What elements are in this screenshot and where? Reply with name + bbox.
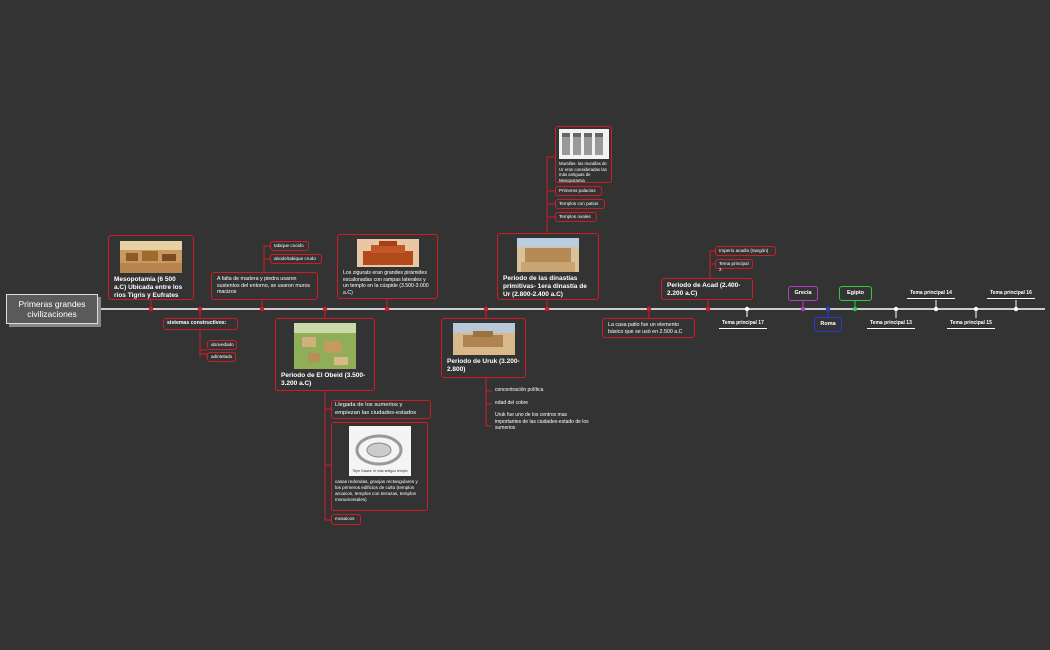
root-title: Primeras grandes civilizaciones [18, 298, 86, 319]
node-templos-ovales[interactable]: Templos ovales [555, 212, 597, 222]
chip-roma[interactable]: Roma [814, 317, 842, 332]
node-llegada-sumerios[interactable]: Llegada de los sumerios y empiezan las c… [331, 400, 431, 419]
node-mosaicos[interactable]: mosaicos [331, 514, 361, 525]
node-tabique-cocido[interactable]: tabique cocido [270, 241, 309, 251]
node-uruk-centro[interactable]: Uruk fue uno de los centros mas importan… [495, 412, 589, 431]
node-el-obeid[interactable]: Periodo de El Obeid (3.500-3.200 a.C) [275, 318, 375, 391]
node-adintelado[interactable]: adintelado [207, 352, 236, 362]
node-zigurats[interactable]: Los zigurats eran grandes pirámides esca… [337, 234, 438, 299]
tema-principal-16[interactable]: Tema principal 16 [987, 290, 1035, 299]
dinastias-label: Periodo de las dinastías primitivas- 1er… [503, 275, 587, 299]
node-acad[interactable]: Periodo de Acad (2.400-2.200 a.C) [661, 278, 753, 300]
node-sistemas-constructivos[interactable]: sistemas constructivos: [163, 318, 238, 330]
tema-principal-17[interactable]: Tema principal 17 [719, 320, 767, 329]
node-uruk[interactable]: Periodo de Uruk (3.200-2.800) [441, 318, 526, 378]
node-imperio-acadio[interactable]: Imperio acadio (Sargón) [715, 246, 776, 256]
mesopotamia-city-image [120, 241, 182, 273]
root-topic[interactable]: Primeras grandes civilizaciones [6, 294, 98, 324]
tepe-gawra-temple-image: Tepe Gawra: el más antiguo templo [348, 426, 411, 476]
uruk-label: Periodo de Uruk (3.200-2.800) [447, 358, 520, 374]
dinastias-ruins-image [517, 238, 579, 272]
el-obeid-label: Periodo de El Obeid (3.500-3.200 a.C) [281, 372, 366, 388]
node-templos-patios[interactable]: Templos con patios [555, 199, 605, 209]
tema-principal-14[interactable]: Tema principal 14 [907, 290, 955, 299]
chip-egipto[interactable]: Egipto [839, 286, 872, 301]
tema-principal-15[interactable]: Tema principal 15 [947, 320, 995, 329]
node-casa-patio[interactable]: La casa patio fue un elemento básico que… [602, 318, 695, 338]
ziggurat-image [356, 239, 419, 267]
node-concentracion-politica[interactable]: concentración política [495, 387, 544, 393]
node-edad-cobre[interactable]: edad del cobre [495, 400, 529, 406]
tepe-gawra-caption: Tepe Gawra: el más antiguo templo [352, 469, 407, 473]
node-casas-templos[interactable]: Tepe Gawra: el más antiguo templo casas … [331, 422, 428, 511]
node-tema-principal-2[interactable]: Tema principal 2 [715, 259, 753, 272]
el-obeid-settlement-image [294, 323, 356, 369]
murallas-image [559, 129, 609, 159]
mesopotamia-label: Mesopotamia (6 500 a.C) Ubicada entre lo… [114, 276, 183, 300]
murallas-label: Murallas- las murallas de Ur eran consid… [559, 161, 607, 183]
node-madera-piedra[interactable]: A falta de madera y piedra usaron susten… [211, 272, 318, 300]
tema-principal-13[interactable]: Tema principal 13 [867, 320, 915, 329]
node-primeros-palacios[interactable]: Primeros palacios [555, 186, 602, 196]
node-mesopotamia[interactable]: Mesopotamia (6 500 a.C) Ubicada entre lo… [108, 235, 194, 300]
node-adobe[interactable]: abode/tabique crudo [270, 254, 322, 264]
chip-grecia[interactable]: Grecia [788, 286, 818, 301]
casas-label: casas redondas, granjas rectangulares y … [335, 479, 418, 502]
node-murallas[interactable]: Murallas- las murallas de Ur eran consid… [555, 126, 612, 183]
node-dinastias[interactable]: Periodo de las dinastías primitivas- 1er… [497, 233, 599, 300]
zigurats-label: Los zigurats eran grandes pirámides esca… [343, 270, 429, 296]
uruk-ruins-image [452, 323, 515, 355]
node-abovedado[interactable]: abovedado [207, 340, 237, 350]
